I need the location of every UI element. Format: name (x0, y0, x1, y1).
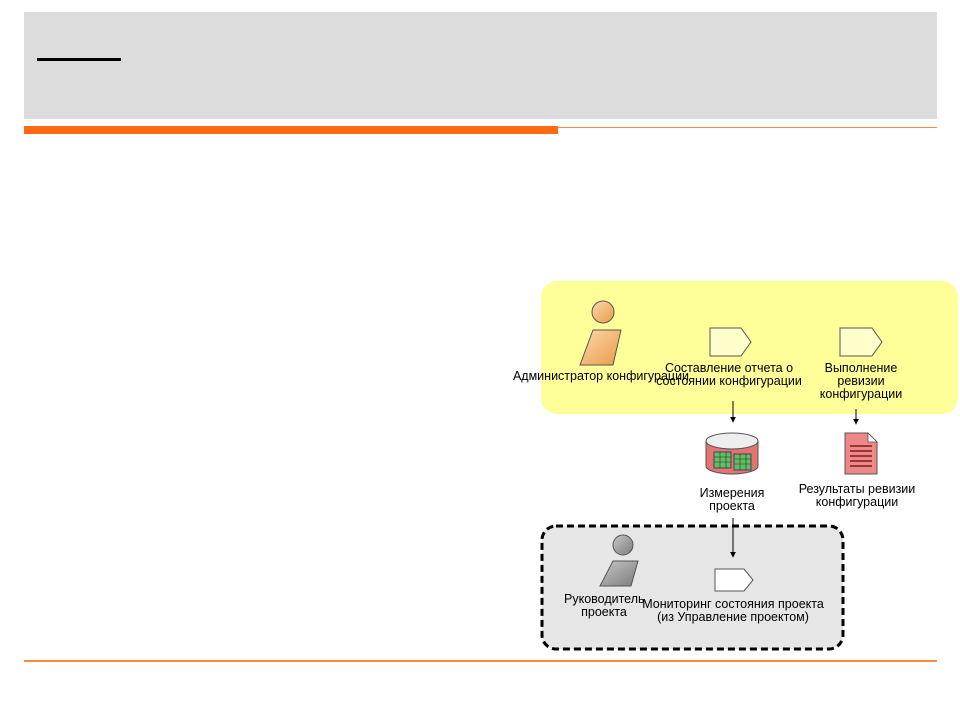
document-icon (844, 432, 878, 475)
title-band (24, 12, 937, 119)
bottom-group-panel (540, 524, 845, 651)
accent-bar-right (558, 127, 937, 128)
workflow-diagram: Администратор конфигурации Составление о… (513, 278, 960, 658)
diagram-canvas (540, 281, 958, 651)
project-manager-role-icon (599, 534, 639, 587)
audit-task-icon (839, 327, 883, 357)
database-icon (705, 432, 759, 475)
monitoring-task-label: Мониторинг состояния проекта (из Управле… (642, 597, 824, 624)
audit-results-label: Результаты ревизии конфигурации (798, 482, 916, 509)
audit-task-label: Выполнение ревизии конфигурации (819, 361, 903, 401)
accent-bar-left (24, 126, 558, 134)
top-group-panel (541, 281, 958, 414)
status-report-task-label: Составление отчета о состоянии конфигура… (656, 361, 802, 388)
config-admin-role-icon (579, 300, 622, 366)
status-report-task-icon (709, 327, 752, 357)
metrics-label: Измерения проекта (699, 486, 765, 513)
project-manager-label: Руководитель проекта (564, 592, 645, 619)
monitoring-task-icon (714, 568, 754, 592)
footer-divider (24, 660, 937, 662)
config-admin-label: Администратор конфигурации (512, 369, 690, 383)
title-underline (37, 58, 121, 61)
